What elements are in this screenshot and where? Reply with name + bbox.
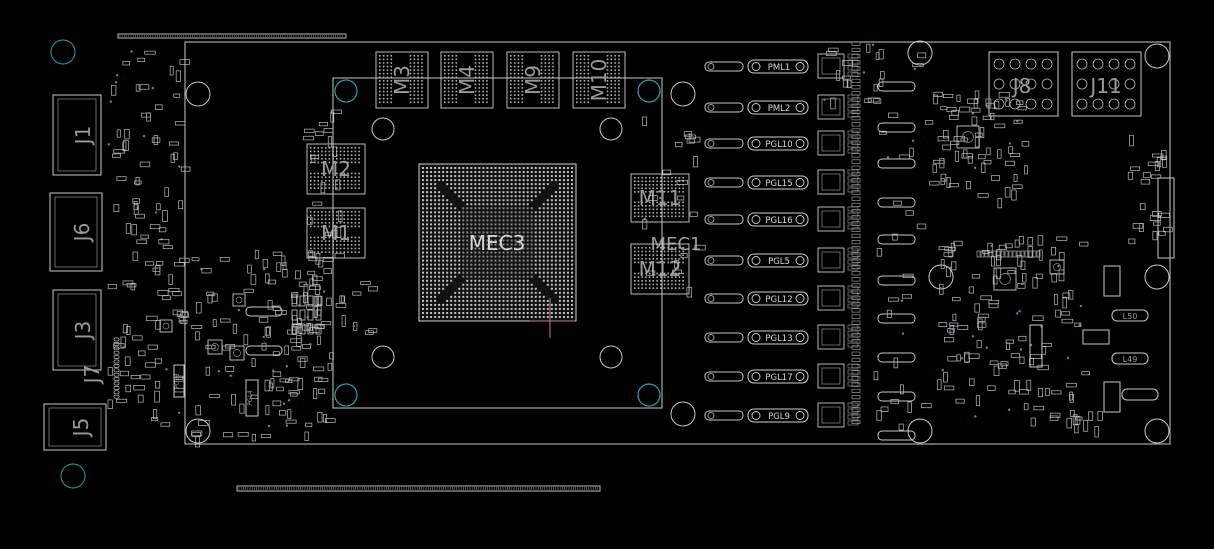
memory-chip-m9: M9 [506,51,560,109]
vrm-phase-pgl16: PGL16 [704,206,916,245]
connector-label-j8: J8 [1011,74,1032,98]
label-pgl4: PGL4 [247,390,254,406]
connector-label: J6 [70,223,94,244]
left-inductors [173,306,283,417]
memory-chip-m10: M10 [572,51,626,109]
memory-label: M2 [321,157,351,181]
gpu-package [418,163,577,322]
bracket-hole-top [50,39,76,65]
vrm-phase-label: PGL5 [768,257,790,267]
memory-label: M10 [587,59,611,102]
vrm-phase-label: PGL16 [765,216,792,226]
vrm-phase-pml1: PML1 [704,53,916,92]
memory-chip-m1: M1 [306,207,366,259]
pcie-teeth [119,35,598,490]
passive-components [107,43,1173,448]
connector-j6: J6 [49,192,103,272]
vrm-phase-label: PML1 [768,63,791,73]
j7-pin-header [113,337,120,399]
vrm-phase-label: PGL12 [765,295,792,305]
connector-label-j11: J11 [1088,74,1121,98]
memory-chip-m4: M4 [440,51,494,109]
vrm-phase-pgl17: PGL17 [704,363,916,402]
vrm-phase-pml2: PML2 [704,94,916,133]
vrm-phase-pgl9: PGL9 [704,402,916,441]
connector-label-j7: J7 [80,365,104,386]
gpu-keepout-outline [332,77,663,409]
vrm-phase-pgl13: PGL13 [704,324,916,363]
connector-j1: J1 [52,94,102,176]
board-outline [184,41,1171,445]
top-bracket-strip [117,33,347,39]
vrm-phase-label: PGL10 [765,140,792,150]
connector-label: J5 [69,418,93,439]
vrm-phase-label: PGL17 [765,373,792,383]
vrm-phase-pgl5: PGL5 [704,247,916,286]
gpu-ball-grid [422,167,573,318]
vrm-phase-label: PML2 [768,104,791,114]
vrm-phase-label: PGL9 [768,412,790,422]
connector-j5: J5 [43,403,107,451]
memory-label: M9 [521,65,545,95]
vrm-phase-pgl10: PGL10 [704,130,916,169]
vrm-phase-label: PGL15 [765,179,792,189]
label-l49: L49 [1123,355,1138,364]
gpu-label: MEC3 [469,231,526,255]
gpu-standoff-holes [371,117,623,369]
vrm-phase-pgl15: PGL15 [704,169,916,208]
memory-label: M1 [321,221,351,245]
connector-label: J3 [71,321,95,342]
label-pgl3: PGL3 [174,373,181,389]
vrm-phase-label: PGL13 [765,334,792,344]
memory-chip-m3: M3 [375,51,429,109]
bracket-hole-bottom [60,463,86,489]
label-l50: L50 [1123,312,1138,321]
pcie-power-connectors [988,51,1142,117]
vrm-phases: PML1PML2PGL10PGL15PGL16PGL5PGL12PGL13PGL… [704,41,916,441]
connector-label: J1 [71,126,95,147]
connector-j3: J3 [52,289,102,371]
right-inductors [1029,177,1175,413]
pcie-edge-connector [236,485,601,492]
gpu-heatsink-holes [334,79,661,407]
memory-chip-m2: M2 [306,143,366,195]
memory-label: M3 [390,65,414,95]
memory-chip-m12: M12 [630,243,690,295]
memory-label: M4 [455,65,479,95]
vrm-phase-pgl12: PGL12 [704,285,916,324]
